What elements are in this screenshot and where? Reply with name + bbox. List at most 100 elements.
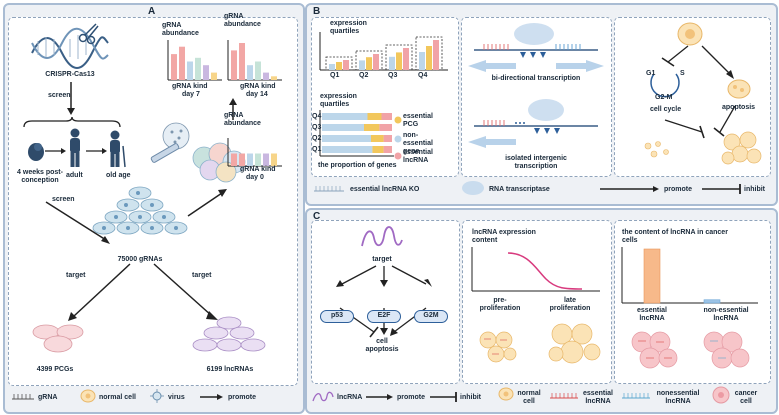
stack-seg-3-1 <box>372 146 384 153</box>
bar-4 <box>255 61 261 80</box>
legend-dot-essential-lncrna <box>394 152 402 160</box>
quartile-label-q4: Q4 <box>418 72 428 79</box>
late-cell-cluster-icon <box>548 323 601 364</box>
pcg-dishes <box>32 324 84 353</box>
bidirectional-label: bi-directional transcription <box>491 75 581 82</box>
dna-helix-icon <box>31 27 109 69</box>
bar-1 <box>231 50 237 80</box>
promote-legend-arrow <box>200 394 223 400</box>
cancer-cell-legend-icon <box>712 386 730 404</box>
lncrna-dishes <box>192 316 266 352</box>
stack-seg-1-0 <box>322 124 364 131</box>
lncrna-ko-legend-icon <box>314 186 344 192</box>
target-label: target <box>372 256 392 263</box>
promote-legend-arrow-b <box>600 186 659 192</box>
late-proliferation-label: late proliferation <box>549 297 591 312</box>
essential-lncrna-label: essential lncRNA <box>637 307 667 322</box>
legend-grna: gRNA <box>38 394 58 401</box>
eq-bottom-label: expression quartiles <box>320 93 357 108</box>
apoptosis-label: apoptosis <box>722 104 756 111</box>
stack-seg-2-0 <box>322 135 371 142</box>
embryo-icon <box>28 143 44 161</box>
legend-inhibit-b: inhibit <box>744 186 765 193</box>
stage-3-label: old age <box>106 172 131 179</box>
bar-4 <box>195 57 201 80</box>
target-arrow-left <box>68 263 131 321</box>
stack-seg-2-2 <box>383 135 392 142</box>
chart2-y-label: gRNA abundance <box>224 13 261 28</box>
grnas-label: 75000 gRNAs <box>117 256 163 263</box>
s-label: S <box>680 70 685 77</box>
chart1-x-label: gRNA kind <box>172 83 208 90</box>
quartile-bar-4-2 <box>433 40 439 70</box>
bidirectional-transcription-diagram <box>468 23 604 72</box>
cell-apoptosis-label: cell apoptosis <box>365 338 399 353</box>
quartile-label-q3: Q3 <box>388 72 398 79</box>
chart3-y-label: gRNA abundance <box>224 112 261 127</box>
bar-4 <box>255 153 261 166</box>
quartile-bar-1-2 <box>343 60 349 70</box>
legend-dot-essential-pcg <box>394 116 402 124</box>
screen-label-1: screen <box>48 92 71 99</box>
quartile-box-1 <box>325 56 353 71</box>
cancer-cells-icon-1 <box>631 331 678 369</box>
e2f-node: E2F <box>367 310 401 323</box>
normal-cell-legend-icon-c <box>498 387 514 401</box>
quartile-label-q2: Q2 <box>359 72 369 79</box>
legend-rna-transcriptase: RNA transcriptase <box>489 186 550 193</box>
g1-label: G1 <box>646 70 656 77</box>
quartile-bar-3-0 <box>389 56 395 70</box>
panel-a-letter: A <box>148 6 156 17</box>
stack-seg-0-0 <box>322 113 368 120</box>
normal-cell-icon <box>677 22 703 46</box>
stage-2-label: adult <box>66 172 83 179</box>
chart2-day: day 14 <box>246 91 268 98</box>
content-title: the content of lncRNA in cancer cells <box>622 229 728 244</box>
bar-3 <box>247 65 253 80</box>
quartile-bar-1-1 <box>336 62 342 70</box>
normal-cell-cluster-icon <box>479 331 517 363</box>
legend-nonessential-lncrna-c: nonessential lncRNA <box>656 390 700 405</box>
panel-b-letter: B <box>313 6 321 17</box>
bar-6 <box>271 153 277 166</box>
bar-5 <box>203 65 209 80</box>
virus-legend-icon <box>150 389 164 403</box>
bar-6 <box>211 72 217 80</box>
lncrna-squiggle-icon <box>361 226 403 247</box>
bar-1 <box>171 54 177 80</box>
content-bar-chart <box>621 247 758 304</box>
chart1-y-label: gRNA abundance <box>162 22 199 37</box>
quartile-bar-2-0 <box>359 60 365 70</box>
chart3-day: day 0 <box>246 174 264 181</box>
adult-icon <box>70 128 80 167</box>
brace <box>23 116 121 128</box>
p53-node: p53 <box>320 310 354 323</box>
g2m-label: G2-M <box>655 94 673 101</box>
eq-top-label: expression quartiles <box>330 20 367 35</box>
quartile-bar-chart <box>319 32 448 71</box>
quartile-bar-4-0 <box>419 52 425 70</box>
quartile-label-q1: Q1 <box>330 72 340 79</box>
legend-essential-lncrna: essential lncRNA <box>403 149 433 164</box>
pre-proliferation-label: pre-proliferation <box>479 297 521 312</box>
bar-5 <box>263 72 269 80</box>
row-label-q4: Q4 <box>312 113 322 120</box>
stack-seg-3-0 <box>322 146 373 153</box>
inhibit-legend-icon-b <box>702 184 741 194</box>
cell-cluster-icon <box>721 131 762 165</box>
bar-6 <box>271 76 277 80</box>
target-label-1: target <box>66 272 86 279</box>
quartile-bar-3-2 <box>403 48 409 70</box>
grna-chart-day7 <box>167 40 222 81</box>
isolated-label: isolated intergenic transcription <box>505 155 567 170</box>
legend-promote: promote <box>228 394 256 401</box>
cellcycle-arrows <box>650 45 736 139</box>
cancer-cells-icon-2 <box>703 331 750 369</box>
expression-curve-chart <box>471 247 600 292</box>
target-arrow-right <box>153 263 218 320</box>
stacked-proportion-chart <box>319 110 394 157</box>
stage-1-label: 4 weeks post-conception <box>17 169 63 184</box>
rna-transcriptase-legend-icon <box>462 181 484 195</box>
proportion-label: the proportion of genes <box>318 162 397 169</box>
stack-seg-1-1 <box>364 124 380 131</box>
